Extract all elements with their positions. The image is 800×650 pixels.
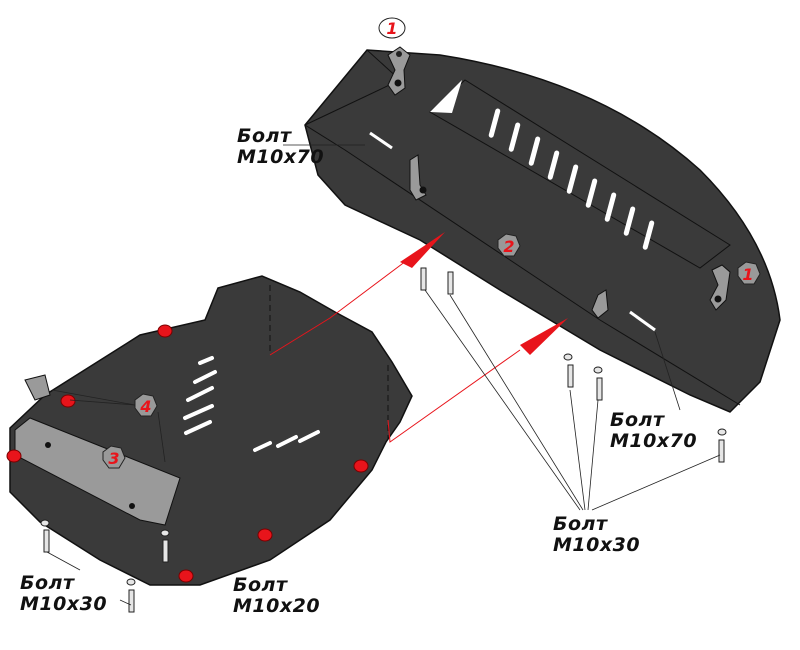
label-bolt-m10x20: Болт M10x20 <box>233 575 320 617</box>
assembly-arrows <box>269 232 568 443</box>
rear-skid-plate <box>6 275 413 586</box>
callout-1-top: 1 <box>378 17 406 39</box>
label-bolt-m10x70-right: Болт M10x70 <box>610 410 697 452</box>
svg-text:3: 3 <box>108 449 119 468</box>
front-skid-plate <box>304 46 781 413</box>
label-line: Болт <box>233 574 288 596</box>
callout-4: 4 <box>134 393 158 417</box>
vent-slots <box>488 108 655 250</box>
callout-2: 2 <box>497 233 521 257</box>
label-line: M10x70 <box>237 146 325 168</box>
label-bolt-m10x70-top: Болт M10x70 <box>237 126 324 168</box>
label-bolt-m10x30-left: Болт M10x30 <box>20 573 107 615</box>
leader-lines <box>46 144 721 606</box>
svg-text:1: 1 <box>386 19 397 38</box>
bolts <box>40 267 727 613</box>
label-line: M10x20 <box>233 595 321 617</box>
label-line: Болт <box>237 125 292 147</box>
rear-vent-slots <box>183 356 320 452</box>
callout-1-right: 1 <box>737 261 761 285</box>
label-line: Болт <box>20 572 75 594</box>
svg-text:1: 1 <box>742 265 753 284</box>
label-bolt-m10x30-right: Болт M10x30 <box>553 514 640 556</box>
svg-text:4: 4 <box>139 397 151 416</box>
label-line: Болт <box>553 513 608 535</box>
label-line: M10x30 <box>553 534 641 556</box>
label-line: M10x70 <box>610 430 698 452</box>
svg-text:2: 2 <box>503 237 514 256</box>
label-line: M10x30 <box>20 593 108 615</box>
red-plugs <box>6 324 369 583</box>
callout-3: 3 <box>102 445 126 469</box>
label-line: Болт <box>610 409 665 431</box>
